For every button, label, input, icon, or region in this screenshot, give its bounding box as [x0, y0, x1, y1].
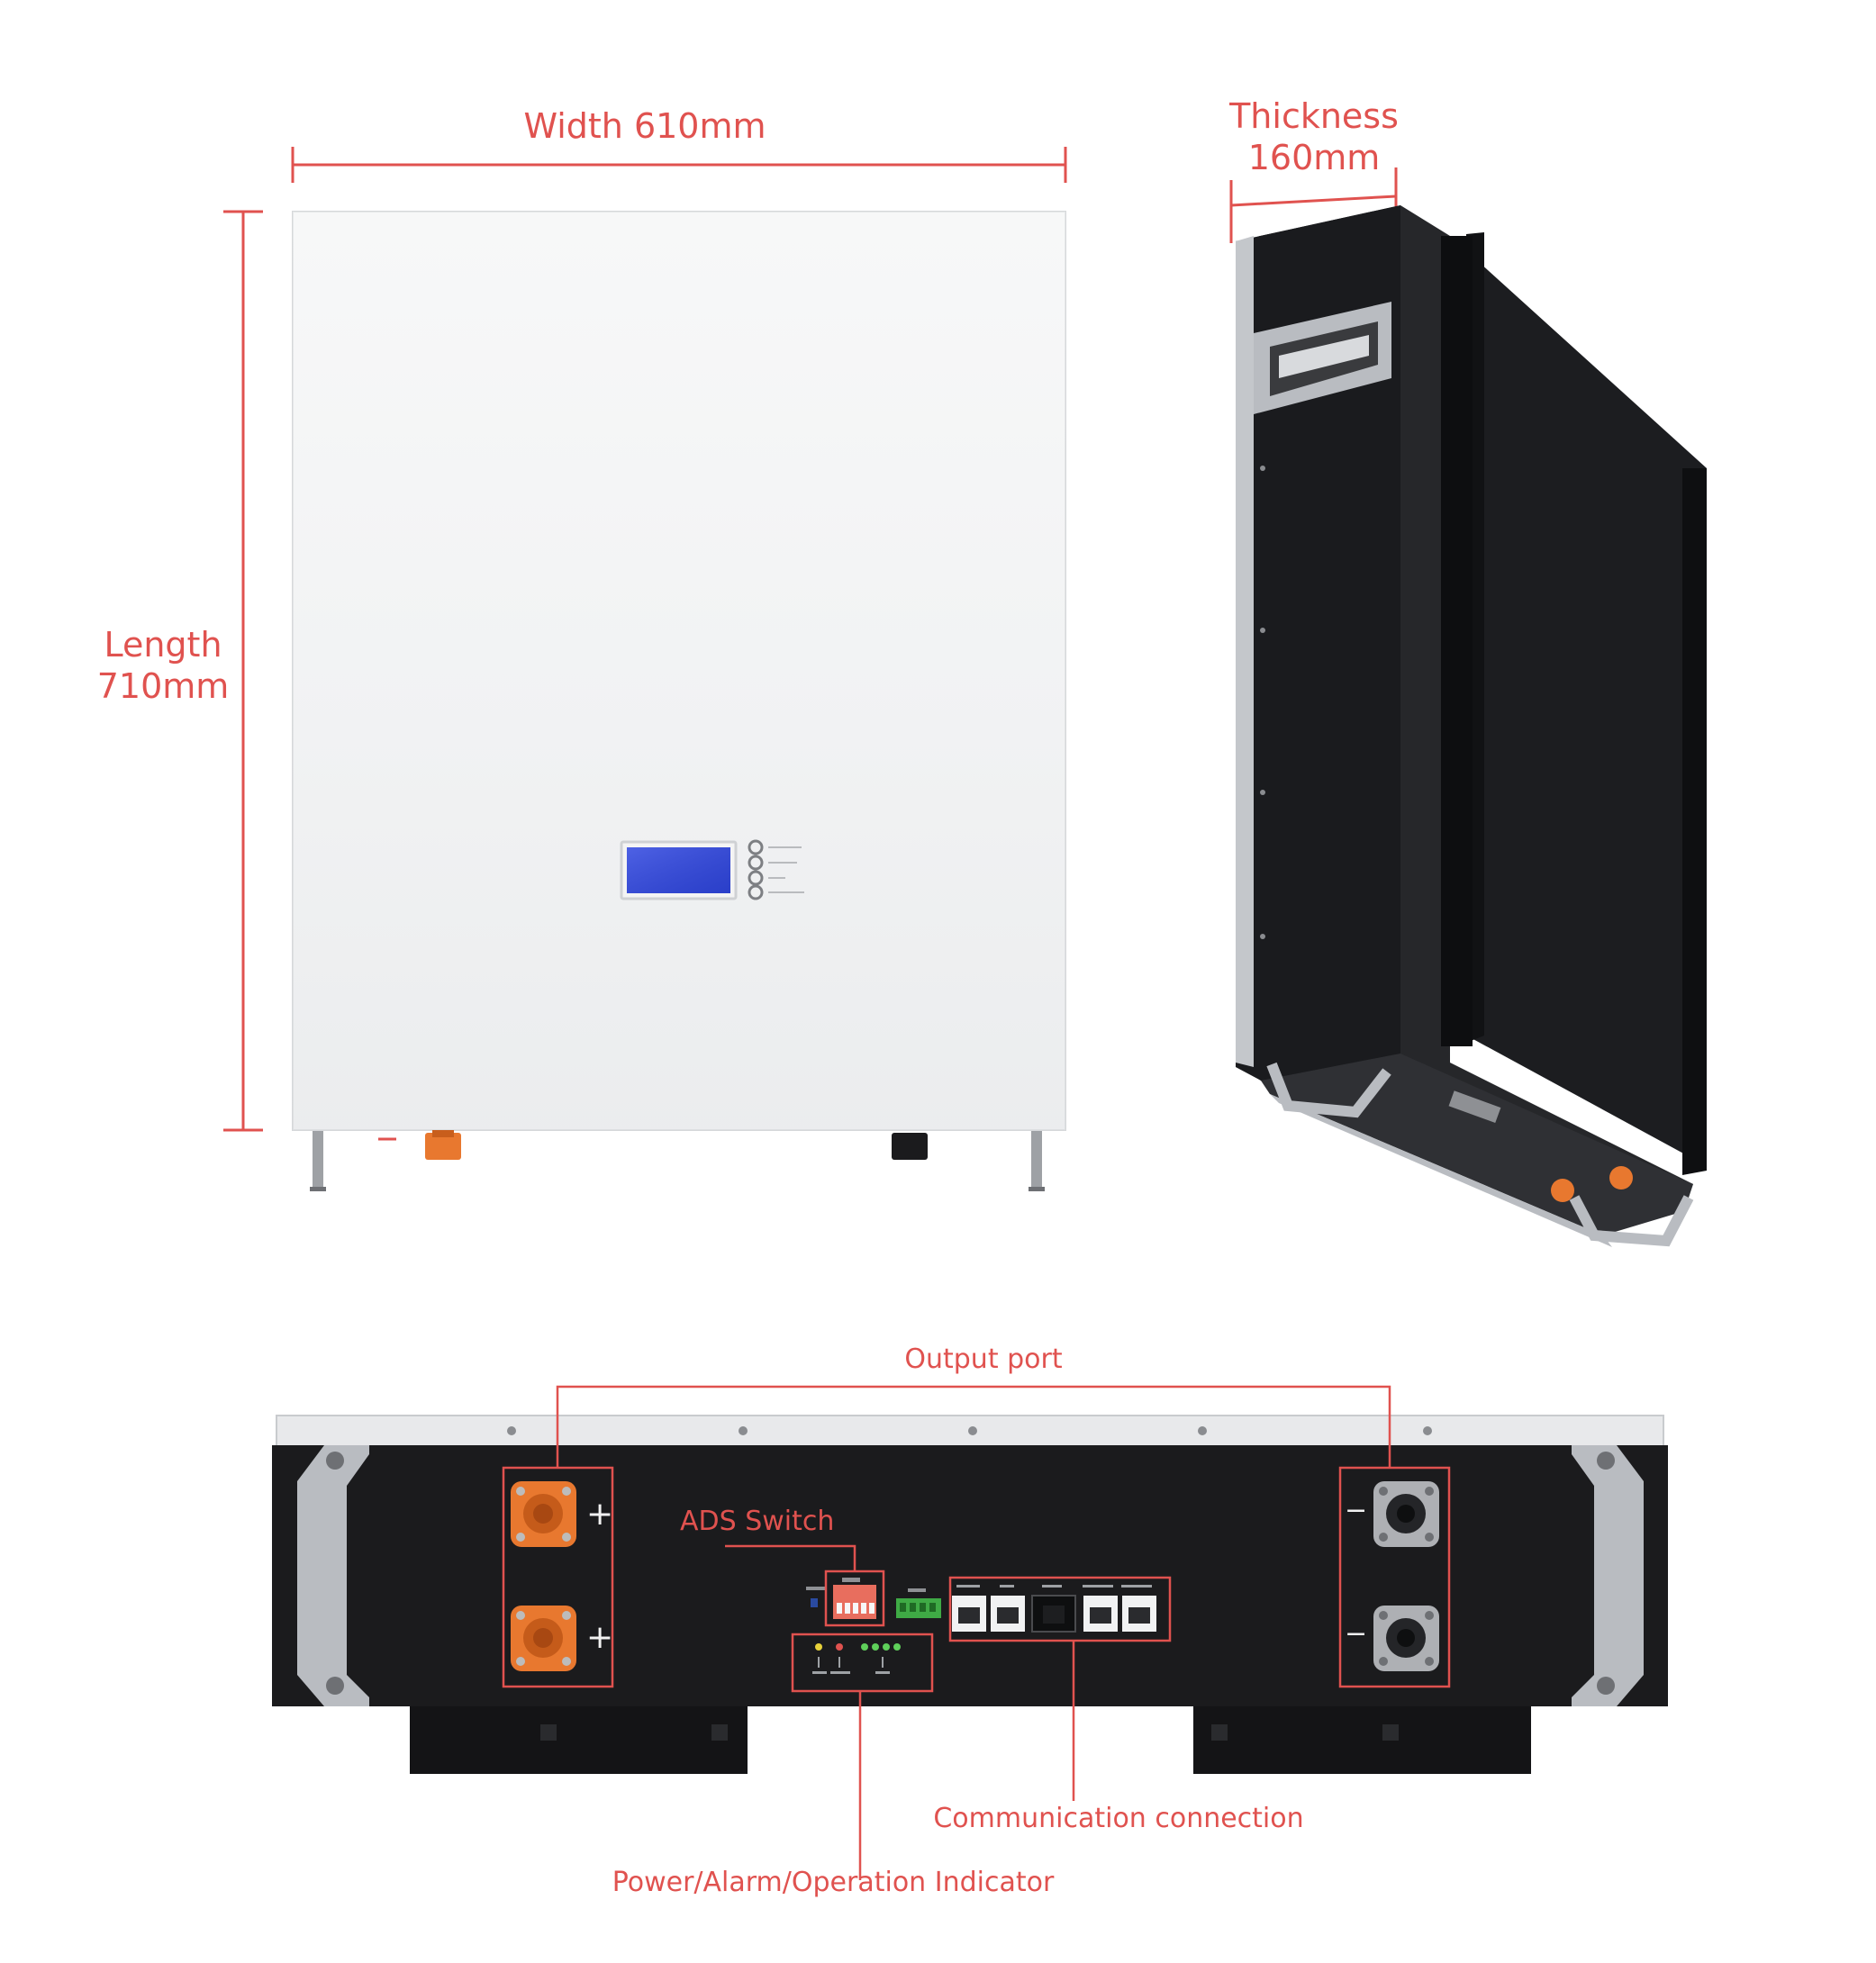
positive-sign-1: +	[586, 1496, 614, 1533]
side-mount-bracket	[1450, 236, 1707, 1166]
length-dimension-line	[223, 210, 263, 1132]
lcd-buttons	[748, 839, 764, 900]
positive-terminal-1	[511, 1481, 576, 1547]
front-view	[223, 147, 1067, 1191]
leader-lines	[556, 1385, 1391, 1880]
side-orange-port-2	[1609, 1166, 1633, 1190]
panel-handle-left	[297, 1445, 369, 1706]
negative-terminal-1	[1373, 1481, 1439, 1547]
length-label-line1: Length	[104, 625, 222, 665]
panel-foot-left	[410, 1706, 748, 1774]
front-orange-connector	[425, 1133, 461, 1160]
length-label-line2: 710mm	[96, 666, 230, 706]
negative-sign-2: −	[1345, 1618, 1368, 1650]
front-black-connector	[892, 1133, 928, 1160]
ads-dip-switch	[806, 1578, 876, 1619]
positive-terminal-2	[511, 1606, 576, 1671]
led-indicators	[812, 1643, 901, 1674]
width-label: Width 610mm	[523, 106, 766, 146]
thickness-label-line1: Thickness	[1229, 96, 1399, 136]
negative-sign-1: −	[1345, 1495, 1368, 1526]
output-port-label: Output port	[904, 1343, 1063, 1375]
front-feet	[310, 1131, 1045, 1191]
indicator-box	[791, 1633, 934, 1693]
panel-view	[272, 1385, 1668, 1880]
thickness-label-line2: 160mm	[1247, 138, 1381, 177]
positive-sign-2: +	[586, 1619, 614, 1656]
panel-body	[272, 1445, 1668, 1706]
negative-terminal-box	[1338, 1466, 1451, 1688]
side-handle	[1254, 302, 1391, 414]
indicator-label: Power/Alarm/Operation Indicator	[612, 1867, 1055, 1898]
communication-label: Communication connection	[933, 1803, 1304, 1834]
negative-terminal-2	[1373, 1606, 1439, 1671]
side-view	[1229, 167, 1707, 1247]
side-orange-port-1	[1551, 1179, 1574, 1202]
panel-handle-right	[1572, 1445, 1644, 1706]
rj45-ports	[952, 1585, 1156, 1633]
communication-box	[948, 1576, 1172, 1642]
side-silver-edge	[1236, 236, 1254, 1067]
ads-switch-label: ADS Switch	[680, 1506, 835, 1537]
panel-foot-right	[1193, 1706, 1531, 1774]
width-dimension-line	[291, 147, 1067, 183]
green-terminal-block	[896, 1588, 941, 1618]
